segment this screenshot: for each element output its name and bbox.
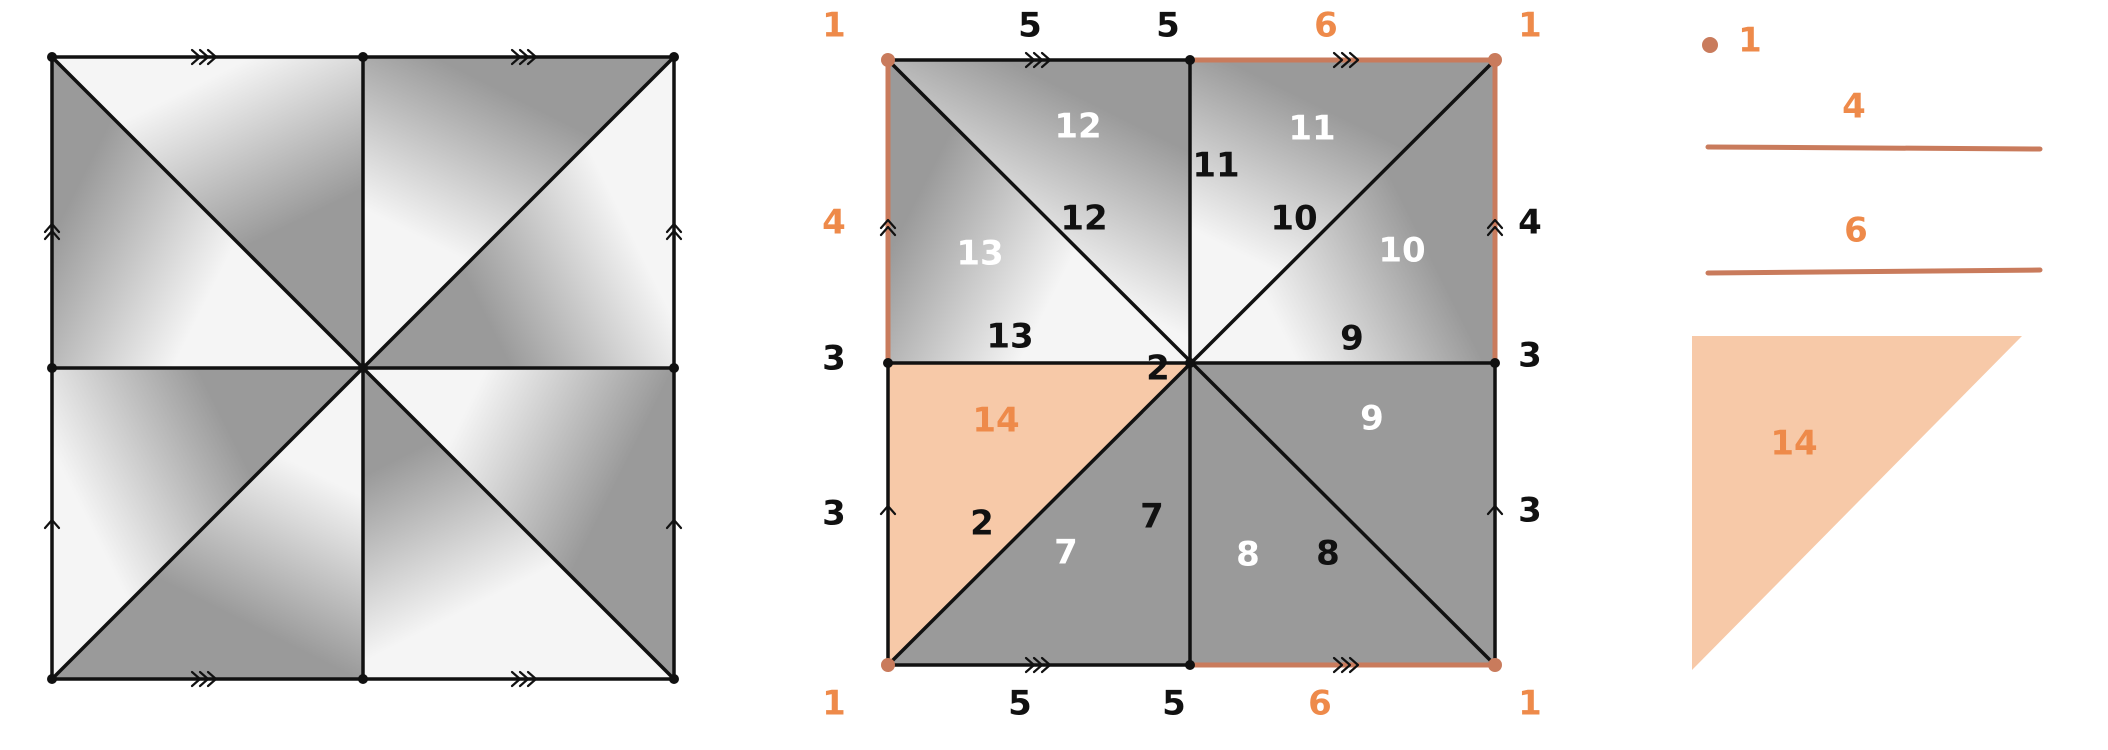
legend-vertex-dot bbox=[1702, 37, 1718, 53]
edge-label-13: 13 bbox=[986, 317, 1033, 357]
corner-label-tl: 1 bbox=[822, 6, 846, 46]
face-label-7: 7 bbox=[1054, 533, 1078, 573]
face-label-11: 11 bbox=[1288, 109, 1335, 149]
face-label-12: 12 bbox=[1054, 107, 1101, 147]
triple-arrow-icon bbox=[1024, 656, 1052, 674]
legend-edge4-line bbox=[1705, 144, 2043, 152]
single-arrow-icon bbox=[665, 518, 683, 530]
vertex-1-dot bbox=[1488, 658, 1502, 672]
vertex-dot bbox=[47, 363, 57, 373]
edge-label-12: 12 bbox=[1060, 199, 1107, 239]
face-label-13: 13 bbox=[956, 234, 1003, 274]
legend-edge6-label: 6 bbox=[1844, 211, 1868, 251]
vertex-dot bbox=[47, 52, 57, 62]
vertex-1-dot bbox=[1488, 53, 1502, 67]
legend-edge4-label: 4 bbox=[1842, 87, 1866, 127]
vertex-dot bbox=[669, 363, 679, 373]
right-label: 4 bbox=[1518, 203, 1542, 243]
top-label: 6 bbox=[1314, 6, 1338, 46]
triple-arrow-icon bbox=[1332, 51, 1360, 69]
right-label: 3 bbox=[1518, 336, 1542, 376]
triple-arrow-icon bbox=[190, 670, 218, 688]
edge-label-11: 11 bbox=[1192, 146, 1239, 186]
face-label-10: 10 bbox=[1378, 231, 1425, 271]
single-arrow-icon bbox=[879, 504, 897, 516]
triple-arrow-icon bbox=[1024, 51, 1052, 69]
top-label: 5 bbox=[1018, 6, 1042, 46]
right-label: 3 bbox=[1518, 491, 1542, 531]
corner-label-tr: 1 bbox=[1518, 6, 1542, 46]
legend-face-triangle bbox=[1692, 336, 2022, 670]
top-label: 5 bbox=[1156, 6, 1180, 46]
face-label-8: 8 bbox=[1236, 535, 1260, 575]
corner-label-br: 1 bbox=[1518, 684, 1542, 724]
vertex-dot bbox=[1185, 358, 1195, 368]
corner-label-bl: 1 bbox=[822, 684, 846, 724]
edge-label-9: 9 bbox=[1340, 319, 1364, 359]
double-arrow-icon bbox=[1486, 218, 1504, 237]
vertex-dot bbox=[1185, 660, 1195, 670]
bottom-label: 5 bbox=[1162, 684, 1186, 724]
edge-label-10: 10 bbox=[1270, 199, 1317, 239]
single-arrow-icon bbox=[1486, 504, 1504, 516]
vertex-dot bbox=[669, 674, 679, 684]
vertex-dot bbox=[358, 363, 368, 373]
edge-label-7: 7 bbox=[1140, 497, 1164, 537]
triple-arrow-icon bbox=[1332, 656, 1360, 674]
vertex-1-dot bbox=[881, 658, 895, 672]
vertex-dot bbox=[47, 674, 57, 684]
vertex-dot bbox=[1490, 358, 1500, 368]
vertex-1-dot bbox=[881, 53, 895, 67]
single-arrow-icon bbox=[43, 518, 61, 530]
left-label: 3 bbox=[822, 339, 846, 379]
vertex-dot bbox=[883, 358, 893, 368]
double-arrow-icon bbox=[879, 218, 897, 237]
panel-a-square bbox=[43, 48, 683, 688]
triple-arrow-icon bbox=[190, 48, 218, 66]
triple-arrow-icon bbox=[510, 670, 538, 688]
legend-edge6-line bbox=[1705, 267, 2043, 276]
legend-vertex-label: 1 bbox=[1738, 21, 1762, 61]
panel-a-vertices bbox=[47, 52, 679, 684]
vertex-dot bbox=[358, 52, 368, 62]
edge-label-2: 2 bbox=[1146, 349, 1170, 389]
left-label: 4 bbox=[822, 203, 846, 243]
vertex-dot bbox=[669, 52, 679, 62]
double-arrow-icon bbox=[43, 222, 61, 241]
panel-b-square: 1 1 1 1 5 5 6 5 5 6 4 3 3 4 3 3 12 11 13… bbox=[822, 6, 1542, 724]
face-label-9: 9 bbox=[1360, 399, 1384, 439]
bottom-label: 5 bbox=[1008, 684, 1032, 724]
edge-label-2: 2 bbox=[970, 504, 994, 544]
triple-arrow-icon bbox=[510, 48, 538, 66]
legend-face-label: 14 bbox=[1770, 424, 1817, 464]
legend: 1 4 6 14 bbox=[1692, 21, 2043, 670]
edge-label-8: 8 bbox=[1316, 534, 1340, 574]
bottom-label: 6 bbox=[1308, 684, 1332, 724]
face-label-14: 14 bbox=[972, 401, 1019, 441]
vertex-dot bbox=[1185, 55, 1195, 65]
double-arrow-icon bbox=[665, 222, 683, 241]
vertex-dot bbox=[358, 674, 368, 684]
left-label: 3 bbox=[822, 494, 846, 534]
